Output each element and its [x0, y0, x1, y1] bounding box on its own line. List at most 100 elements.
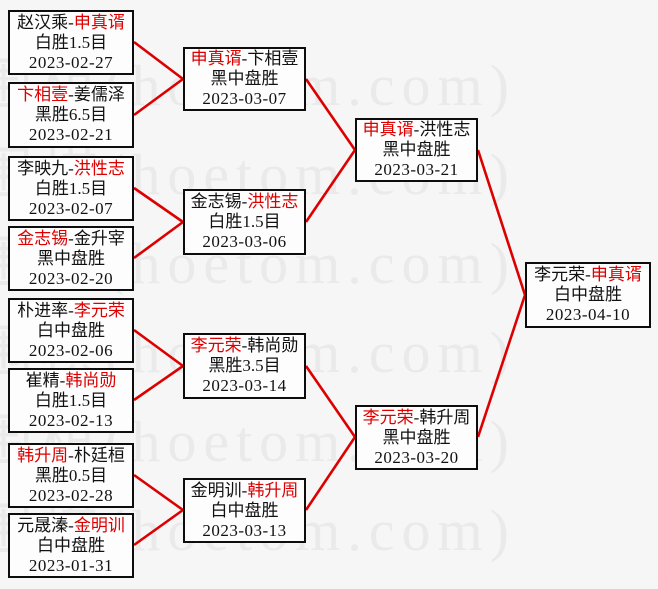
match-result: 白胜1.5目	[34, 390, 108, 410]
match-result: 白胜1.5目	[34, 32, 108, 52]
match-date: 2023-02-07	[28, 198, 114, 218]
match-date: 2023-02-28	[28, 485, 114, 505]
match-players: 朴进率-李元荣	[17, 301, 125, 321]
player-name: 李元荣-	[534, 265, 591, 284]
player-name: 李映九-	[17, 158, 74, 178]
match-result: 白中盘胜	[554, 285, 622, 304]
match-players: 金志锡-金升宰	[17, 229, 125, 249]
player-name: -韩升周	[413, 407, 471, 427]
player-name: 元晟溱-	[17, 515, 74, 535]
match-box-sf-1: 申真谞-洪性志 黑中盘胜 2023-03-21	[355, 118, 478, 182]
connector-line	[133, 40, 184, 81]
player-name: 金明训-	[190, 480, 248, 500]
match-date: 2023-04-10	[545, 305, 631, 324]
match-result: 白中盘胜	[37, 320, 105, 340]
match-box-r1-4: 金志锡-金升宰 黑中盘胜 2023-02-20	[8, 226, 134, 291]
match-players: 元晟溱-金明训	[17, 516, 125, 536]
winner-name: 申真谞	[73, 12, 125, 32]
match-result: 黑中盘胜	[382, 140, 451, 159]
match-players: 金志锡-洪性志	[191, 192, 299, 212]
player-name: -韩尚勋	[241, 336, 299, 355]
winner-name: 金明训	[73, 515, 125, 535]
match-result: 黑胜3.5目	[208, 356, 281, 375]
player-name: 赵汉乘-	[17, 12, 74, 32]
match-box-r1-1: 赵汉乘-申真谞 白胜1.5目 2023-02-27	[8, 10, 134, 75]
match-date: 2023-02-20	[28, 268, 114, 288]
match-box-r2-2: 金志锡-洪性志 白胜1.5目 2023-03-06	[183, 189, 306, 255]
match-players: 卞相壹-姜儒泽	[17, 85, 125, 105]
match-result: 黑胜0.5目	[34, 465, 108, 485]
match-date: 2023-02-21	[28, 125, 114, 144]
match-box-sf-2: 李元荣-韩升周 黑中盘胜 2023-03-20	[355, 405, 478, 470]
match-players: 李元荣-韩升周	[363, 408, 471, 428]
winner-name: 李元荣	[190, 336, 242, 355]
match-box-final: 李元荣-申真谞 白中盘胜 2023-04-10	[525, 262, 651, 328]
winner-name: 韩尚勋	[65, 370, 117, 390]
match-box-r1-6: 崔精-韩尚勋 白胜1.5目 2023-02-13	[8, 368, 134, 433]
player-name: -卞相壹	[241, 49, 299, 68]
player-name: -洪性志	[413, 120, 471, 139]
match-date: 2023-02-06	[28, 340, 114, 360]
winner-name: 洪性志	[247, 192, 299, 211]
match-result: 白中盘胜	[37, 535, 105, 555]
match-date: 2023-03-07	[202, 89, 287, 108]
winner-name: 卞相壹	[17, 85, 69, 104]
match-box-r1-2: 卞相壹-姜儒泽 黑胜6.5目 2023-02-21	[8, 82, 134, 148]
winner-name: 申真谞	[362, 120, 414, 139]
player-name: -金升宰	[68, 228, 125, 248]
connector-line	[476, 149, 527, 296]
match-players: 崔精-韩尚勋	[26, 371, 117, 391]
connector-line	[133, 328, 184, 368]
match-box-r2-1: 申真谞-卞相壹 黑中盘胜 2023-03-07	[183, 47, 306, 111]
match-result: 黑中盘胜	[37, 248, 105, 268]
match-result: 白中盘胜	[210, 500, 279, 520]
match-result: 黑胜6.5目	[34, 105, 108, 124]
match-result: 白胜1.5目	[34, 178, 108, 198]
player-name: 朴进率-	[17, 300, 74, 320]
match-box-r1-7: 韩升周-朴廷桓 黑胜0.5目 2023-02-28	[8, 443, 134, 508]
winner-name: 申真谞	[190, 49, 242, 68]
winner-name: 金志锡	[17, 228, 69, 248]
connector-line	[304, 78, 357, 151]
match-date: 2023-03-14	[202, 376, 287, 395]
match-date: 2023-03-13	[202, 520, 287, 540]
match-players: 李映九-洪性志	[17, 159, 125, 179]
connector-line	[304, 436, 357, 511]
match-players: 李元荣-韩尚勋	[191, 336, 299, 356]
match-date: 2023-02-27	[28, 52, 114, 72]
connector-line	[133, 186, 184, 224]
match-box-r2-3: 李元荣-韩尚勋 黑胜3.5目 2023-03-14	[183, 333, 306, 399]
match-players: 申真谞-卞相壹	[191, 49, 299, 69]
match-date: 2023-03-20	[374, 447, 459, 467]
winner-name: 韩升周	[247, 480, 299, 500]
connector-line	[304, 365, 357, 438]
watermark-text: 围棋(hoetom.com)	[0, 572, 516, 589]
connector-line	[304, 149, 357, 223]
match-box-r1-5: 朴进率-李元荣 白中盘胜 2023-02-06	[8, 298, 134, 363]
connector-line	[476, 294, 527, 438]
winner-name: 洪性志	[73, 158, 125, 178]
match-result: 白胜1.5目	[208, 212, 281, 231]
connector-line	[133, 364, 184, 402]
connector-line	[133, 473, 184, 512]
player-name: 崔精-	[25, 370, 66, 390]
match-players: 申真谞-洪性志	[363, 120, 471, 140]
match-date: 2023-03-21	[374, 160, 459, 179]
winner-name: 韩升周	[17, 445, 69, 465]
match-box-r2-4: 金明训-韩升周 白中盘胜 2023-03-13	[183, 478, 306, 543]
winner-name: 李元荣	[73, 300, 125, 320]
match-date: 2023-03-06	[202, 232, 287, 251]
connector-line	[133, 220, 184, 260]
match-box-r1-3: 李映九-洪性志 白胜1.5目 2023-02-07	[8, 156, 134, 221]
winner-name: 李元荣	[362, 407, 414, 427]
connector-line	[133, 77, 184, 117]
match-result: 黑中盘胜	[382, 427, 451, 447]
winner-name: 申真谞	[590, 265, 642, 284]
player-name: -姜儒泽	[68, 85, 125, 104]
match-players: 赵汉乘-申真谞	[17, 13, 125, 33]
match-players: 韩升周-朴廷桓	[17, 446, 125, 466]
match-date: 2023-02-13	[28, 410, 114, 430]
match-box-r1-8: 元晟溱-金明训 白中盘胜 2023-01-31	[8, 513, 134, 578]
